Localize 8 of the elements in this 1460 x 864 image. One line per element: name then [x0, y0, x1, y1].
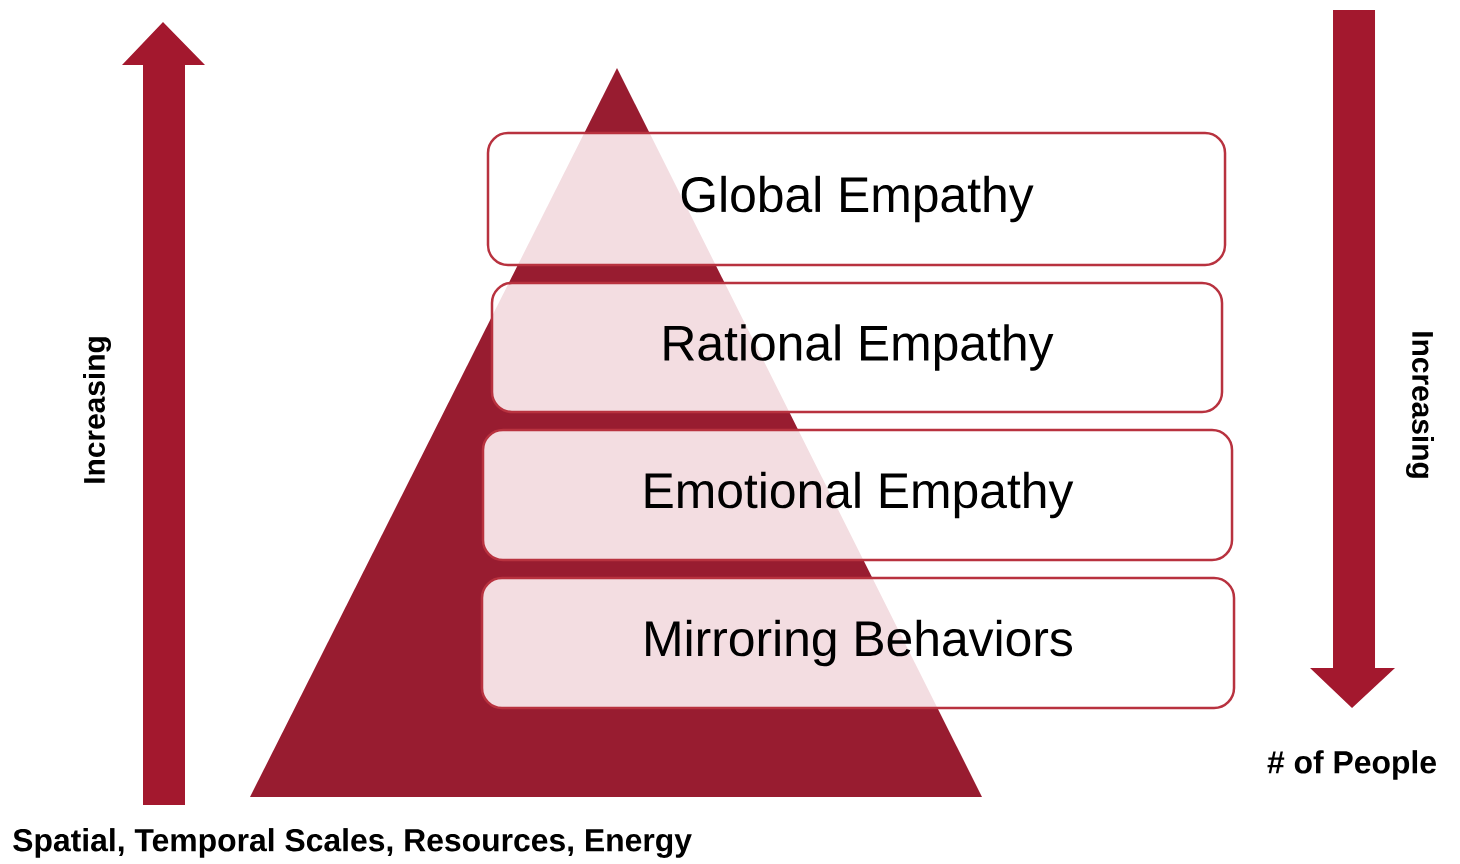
level-box: Emotional Empathy — [481, 428, 1234, 562]
axis-label: Spatial, Temporal Scales, Resources, Energy — [13, 828, 692, 858]
axis-label: # of People — [1267, 750, 1436, 780]
level-box: Global Empathy — [486, 131, 1227, 267]
level-box: Mirroring Behaviors — [480, 576, 1236, 710]
axis-label: Increasing — [1406, 332, 1434, 478]
level-box: Rational Empathy — [490, 281, 1224, 414]
axis-label: Increasing — [83, 337, 111, 483]
